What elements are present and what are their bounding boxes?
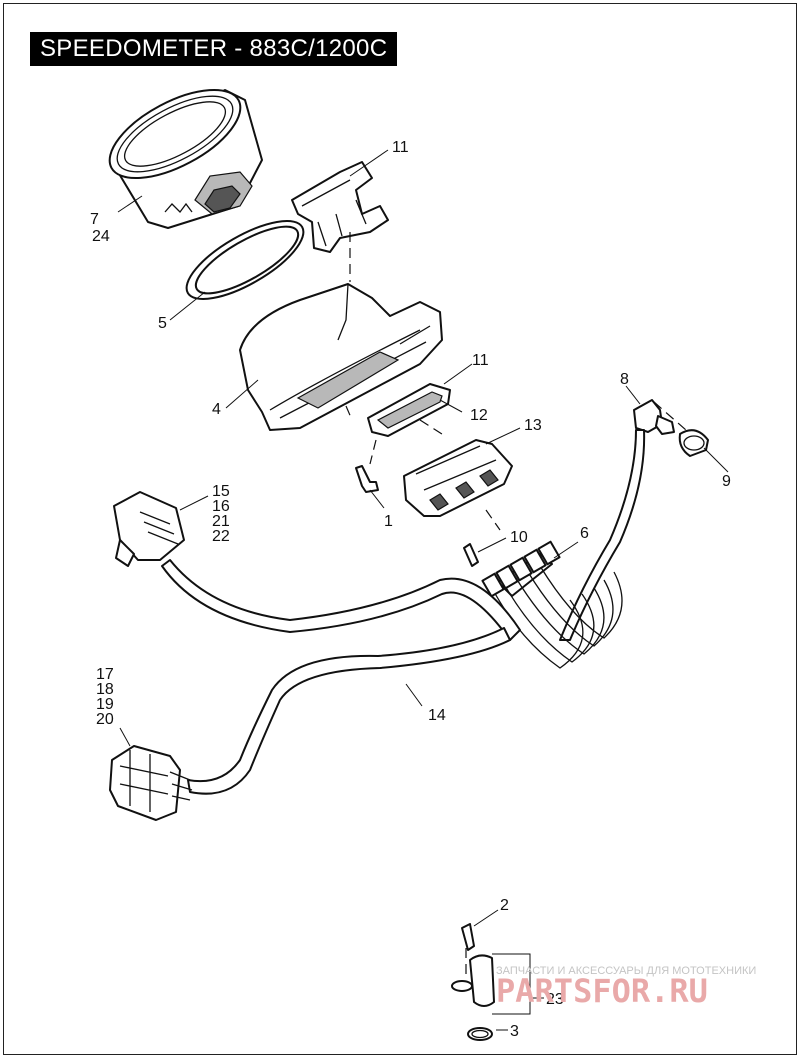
callout-16: 16: [212, 498, 230, 515]
indicator-lamp: [633, 399, 675, 435]
callout-2: 2: [500, 897, 509, 914]
callout-4: 4: [212, 401, 221, 418]
alignment-lines: [345, 232, 687, 978]
callout-14: 14: [428, 707, 446, 724]
callout-9: 9: [722, 473, 731, 490]
terminal-pin: [463, 543, 479, 567]
callout-11-lower: 11: [472, 352, 489, 369]
screw: [355, 465, 379, 493]
callout-22: 22: [212, 528, 230, 545]
callout-labels: 7 24 11 5 4 11 12 13 1 8 9 10 6 15 16 21…: [90, 139, 731, 1040]
callout-7: 7: [90, 211, 99, 228]
lens-cap: [678, 429, 709, 457]
page-title: SPEEDOMETER - 883C/1200C: [30, 32, 398, 66]
callout-5: 5: [158, 315, 167, 332]
callout-13: 13: [524, 417, 542, 434]
callout-15: 15: [212, 483, 230, 500]
callout-19: 19: [96, 696, 114, 713]
callout-3: 3: [510, 1023, 519, 1040]
callout-20: 20: [96, 711, 114, 728]
callout-12: 12: [470, 407, 488, 424]
callout-8: 8: [620, 371, 629, 388]
main-wiring-harness: [161, 559, 521, 795]
watermark-logo-text: PARTSFOR.RU: [496, 972, 708, 1010]
seal-gasket: [367, 383, 451, 437]
callout-21: 21: [212, 513, 230, 530]
diagram-frame: [3, 3, 797, 1055]
leader-lines: [117, 149, 729, 1031]
connector-bracket: [403, 439, 513, 517]
watermark-tagline: ЗАПЧАСТИ И АКСЕССУАРЫ ДЛЯ МОТОТЕХНИКИ: [496, 965, 756, 977]
callout-23: 23: [546, 991, 564, 1008]
callout-10: 10: [510, 529, 528, 546]
callout-11-upper: 11: [392, 139, 409, 156]
callout-17: 17: [96, 666, 114, 683]
callout-24: 24: [92, 228, 110, 245]
callout-1: 1: [384, 513, 393, 530]
speedometer-housing: [239, 283, 443, 431]
watermark: ЗАПЧАСТИ И АКСЕССУАРЫ ДЛЯ МОТОТЕХНИКИ PA…: [496, 965, 756, 1010]
connector-block-upper: [291, 161, 389, 253]
speed-sensor-assembly: [451, 923, 495, 1041]
harness-connector-lower: [109, 745, 193, 821]
callout-6: 6: [580, 525, 589, 542]
harness-connector-upper: [113, 491, 185, 567]
speedometer-head: [108, 88, 263, 229]
gasket-ring: [185, 220, 305, 300]
callout-18: 18: [96, 681, 114, 698]
